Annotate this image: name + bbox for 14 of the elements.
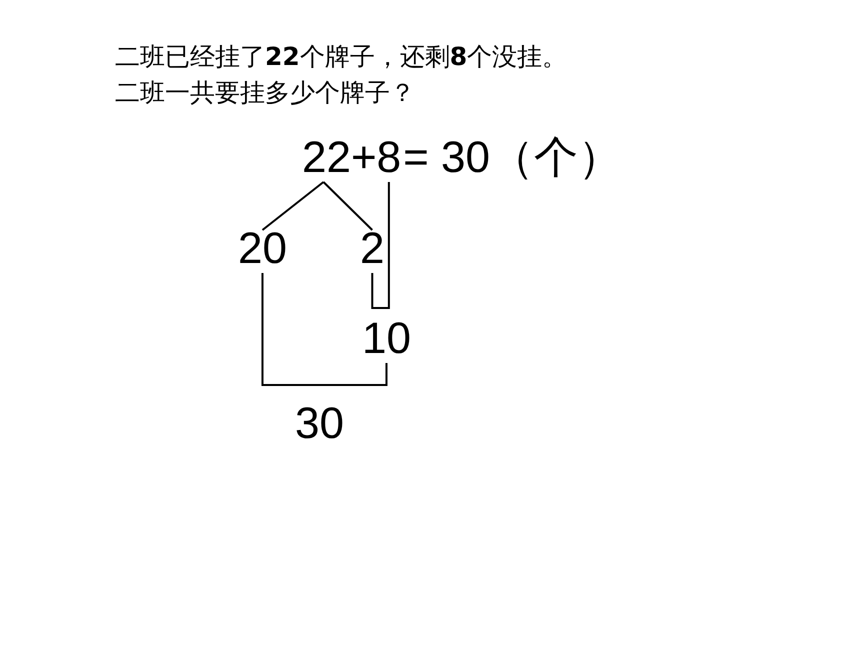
- bracket-line: [371, 182, 390, 309]
- plus-sign: +: [350, 136, 377, 180]
- equation-result: = 30（个）: [403, 136, 622, 180]
- bracket-line: [261, 273, 388, 386]
- question-text: 二班一共要挂多少个牌子？: [115, 78, 415, 108]
- number: 10: [362, 317, 411, 361]
- number: 22: [302, 136, 351, 180]
- split-line: [322, 181, 373, 231]
- number: 30: [295, 402, 344, 446]
- question-text: 二班已经挂了22个牌子，还剩8个没挂。: [115, 42, 568, 72]
- number: 8: [376, 136, 402, 180]
- split-line: [262, 181, 324, 231]
- number: 2: [360, 227, 384, 271]
- number: 20: [238, 227, 287, 271]
